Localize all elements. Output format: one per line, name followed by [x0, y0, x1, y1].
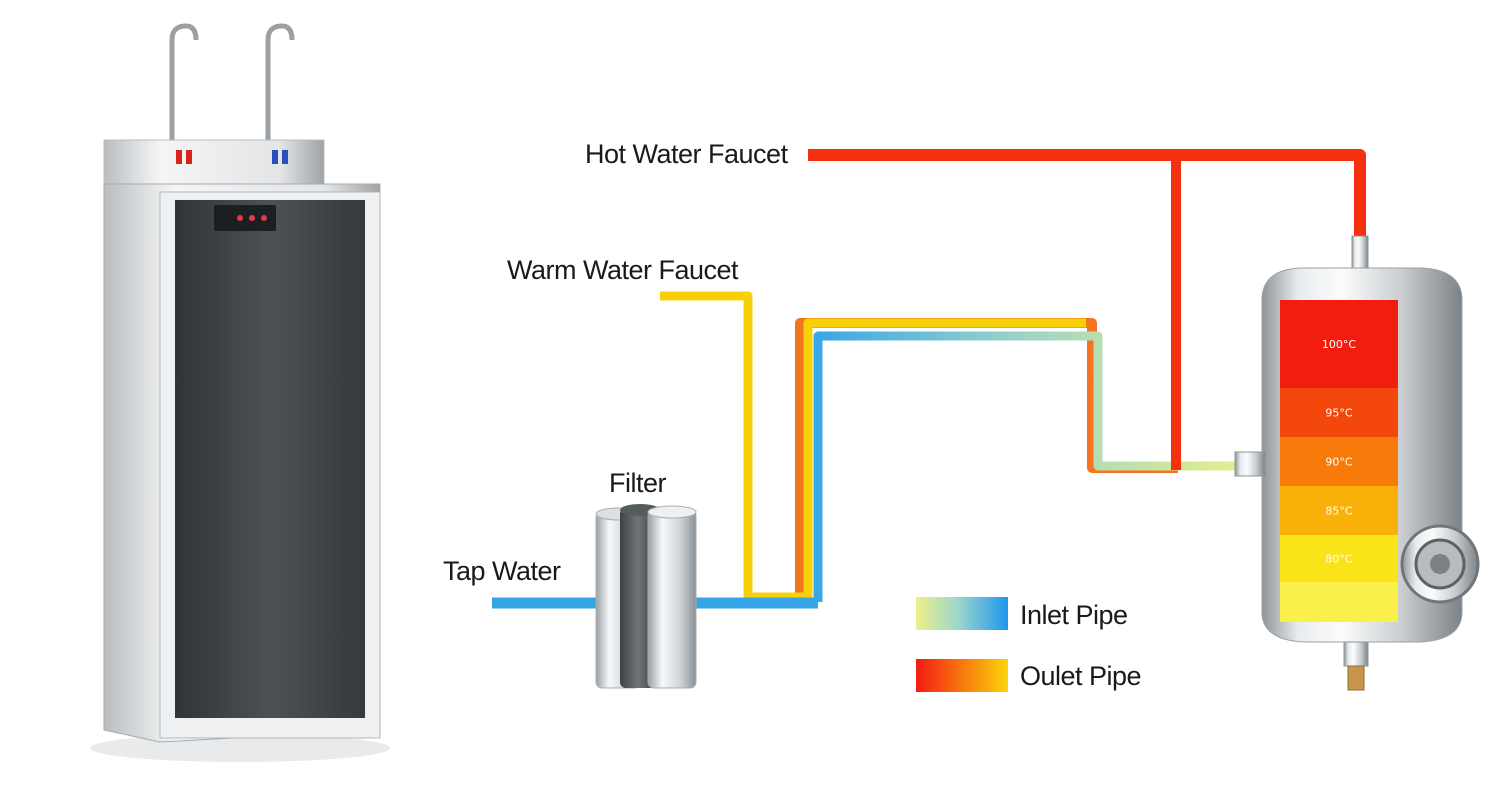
warm-water-faucet-label: Warm Water Faucet — [507, 255, 739, 285]
warm-water-pipe — [660, 291, 1086, 602]
warm-tap-spout-icon — [265, 23, 295, 150]
filter-label: Filter — [609, 468, 667, 498]
heating-flange-icon — [1400, 524, 1480, 604]
tank-zone-label: 85°C — [1325, 505, 1352, 518]
water-dispenser-cabinet — [90, 23, 390, 762]
dispenser-display-icon — [214, 205, 276, 231]
tank-zone-label: 95°C — [1325, 407, 1352, 420]
hot-water-tank: 100°C 95°C 90°C 85°C 80°C — [1234, 235, 1480, 691]
tank-zone-label: 80°C — [1325, 553, 1352, 566]
tank-zone-1 — [1280, 388, 1398, 437]
hot-water-pipe — [808, 149, 1366, 238]
legend: Inlet Pipe Oulet Pipe — [916, 597, 1142, 692]
tank-zone-2 — [1280, 437, 1398, 486]
tank-zone-label: 100°C — [1322, 338, 1356, 351]
filter-cartridges — [595, 504, 697, 689]
dispenser-top-shelf — [103, 139, 325, 185]
tank-zone-4 — [1280, 535, 1398, 582]
hot-water-faucet-label: Hot Water Faucet — [585, 139, 789, 169]
tank-zone-3 — [1280, 486, 1398, 535]
hot-tap-spout-icon — [169, 23, 199, 150]
legend-inlet-swatch — [916, 597, 1008, 630]
legend-inlet-label: Inlet Pipe — [1020, 600, 1128, 630]
tank-zone-label: 90°C — [1325, 456, 1352, 469]
legend-outlet-label: Oulet Pipe — [1020, 661, 1141, 691]
inlet-pipe — [813, 331, 1240, 602]
tap-water-label: Tap Water — [443, 556, 561, 586]
dispenser-front-panel — [175, 200, 365, 718]
legend-outlet-swatch — [916, 659, 1008, 692]
tank-zone-0 — [1280, 300, 1398, 388]
tank-zone-5 — [1280, 582, 1398, 622]
